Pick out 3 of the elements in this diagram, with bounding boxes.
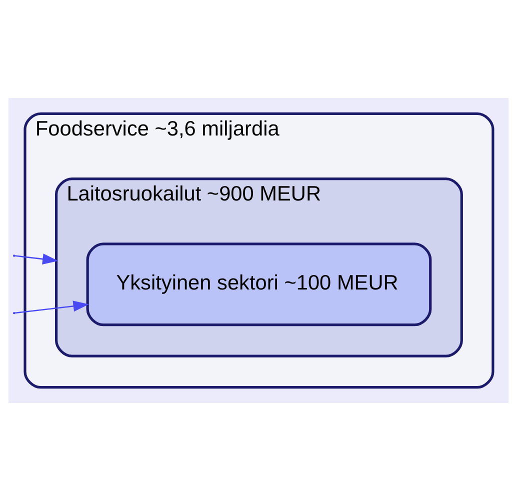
node-box: Yksityinen sektori ~100 MEUR (86, 242, 432, 326)
arrow (14, 253, 58, 264)
arrow (14, 300, 89, 314)
